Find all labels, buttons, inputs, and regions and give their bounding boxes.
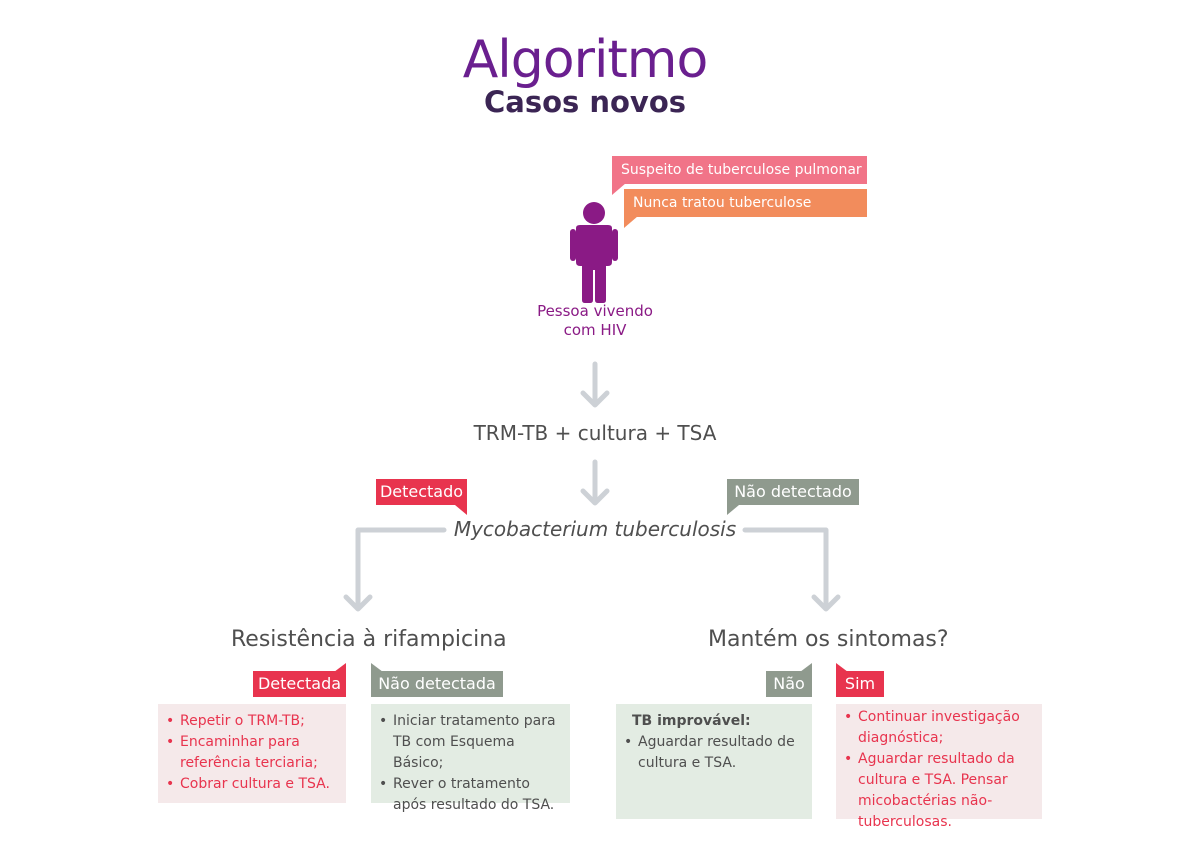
list-item: Aguardar resultado de cultura e TSA. — [624, 732, 806, 774]
person-label: Pessoa vivendo com HIV — [500, 302, 690, 340]
speech-bubble-never-treated-tail — [624, 216, 638, 228]
page-subtitle: Casos novos — [483, 85, 687, 119]
speech-bubble-suspect-tail — [612, 183, 626, 195]
test-step: TRM-TB + cultura + TSA — [473, 421, 717, 445]
tag-sim-tail — [836, 663, 848, 672]
person-label-line1: Pessoa vivendo — [537, 302, 653, 320]
tag-nao-detectada: Não detectada — [371, 671, 503, 697]
person-icon — [570, 202, 618, 303]
question-symptoms: Mantém os sintomas? — [708, 627, 949, 652]
box-nao: TB improvável: Aguardar resultado de cul… — [616, 704, 812, 819]
box-sim: Continuar investigação diagnóstica; Agua… — [836, 704, 1042, 830]
tag-detectada: Detectada — [253, 671, 346, 697]
tag-detectada-tail — [334, 663, 346, 672]
arrow-branch-left — [355, 527, 447, 610]
list-item: Rever o tratamento após resultado do TSA… — [379, 774, 564, 816]
tag-nao-detectada-tail — [371, 663, 383, 672]
tag-nao-detectado-tail — [727, 505, 739, 515]
tag-nao: Não — [766, 671, 812, 697]
list-item: Aguardar resultado da cultura e TSA. Pen… — [844, 749, 1038, 833]
tag-nao-detectado: Não detectado — [727, 479, 859, 505]
box-nao-heading: TB improvável: — [632, 713, 751, 729]
tag-detectado-tail — [455, 505, 467, 515]
box-nao-detectada: Iniciar tratamento para TB com Esquema B… — [371, 704, 570, 813]
list-item: Iniciar tratamento para TB com Esquema B… — [379, 711, 564, 774]
list-item: Cobrar cultura e TSA. — [166, 774, 340, 795]
list-item: Encaminhar para referência terciaria; — [166, 732, 340, 774]
person-label-line2: com HIV — [563, 321, 627, 339]
arrow-head-left — [343, 594, 373, 612]
tag-sim: Sim — [836, 671, 884, 697]
arrow-branch-right — [742, 527, 829, 610]
page-title: Algoritmo — [462, 30, 709, 90]
speech-bubble-never-treated: Nunca tratou tuberculose — [624, 189, 867, 217]
arrow-head-2 — [580, 488, 610, 506]
arrow-head-1 — [580, 390, 610, 408]
list-item: Repetir o TRM-TB; — [166, 711, 340, 732]
speech-bubble-suspect: Suspeito de tuberculose pulmonar — [612, 156, 867, 184]
tag-detectado: Detectado — [376, 479, 467, 505]
box-detectada: Repetir o TRM-TB; Encaminhar para referê… — [158, 704, 346, 803]
organism-step: Mycobacterium tuberculosis — [453, 517, 737, 541]
question-resistance: Resistência à rifampicina — [231, 627, 507, 652]
list-item: Continuar investigação diagnóstica; — [844, 707, 1038, 749]
arrow-head-right — [811, 594, 841, 612]
tag-nao-tail — [800, 663, 812, 672]
